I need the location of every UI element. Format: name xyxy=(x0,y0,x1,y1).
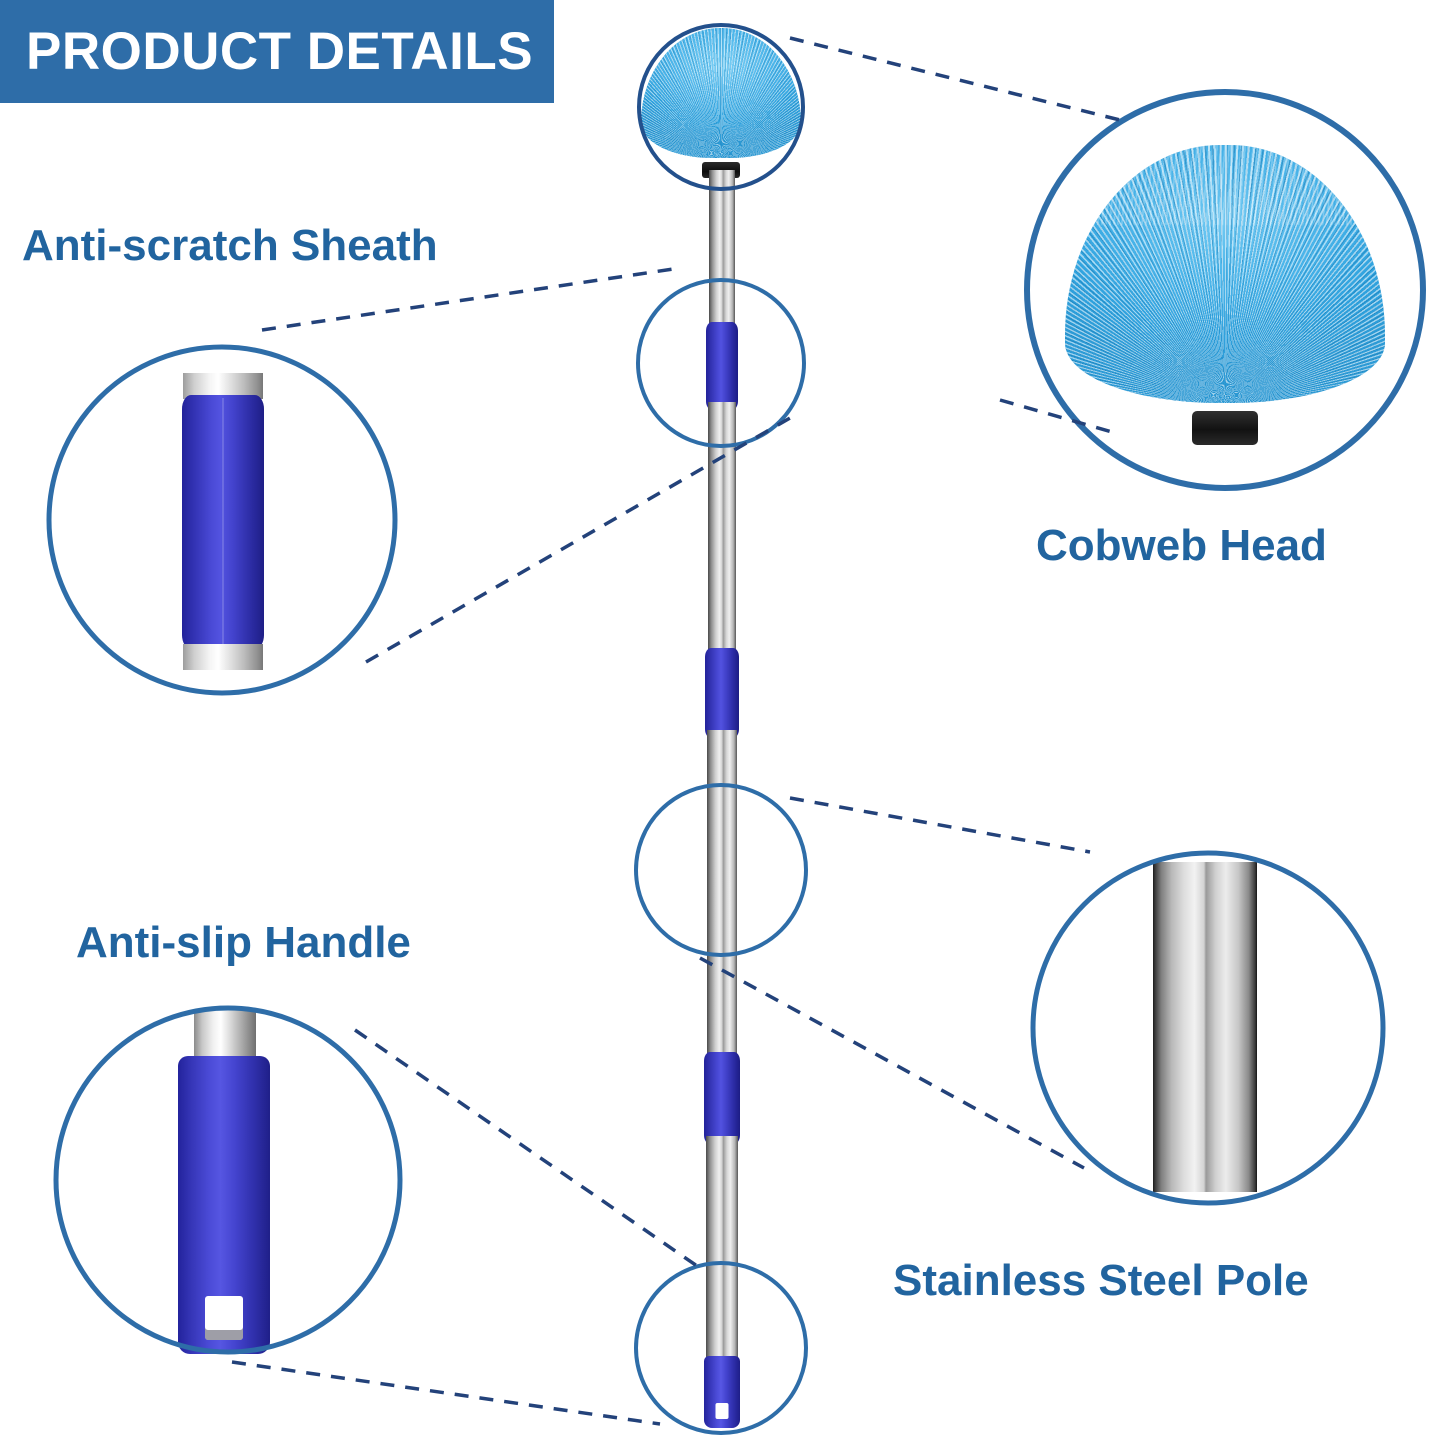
callout-circle-stainless-steel-pole-detail xyxy=(1030,850,1386,1206)
feature-label-stainless-steel-pole: Stainless Steel Pole xyxy=(893,1256,1309,1305)
detail-art-anti-slip-handle xyxy=(178,1010,270,1354)
product-brush-head xyxy=(641,28,801,178)
leader-line-anti-scratch-sheath-lower xyxy=(365,416,791,664)
pole-end-cap xyxy=(704,1356,740,1428)
leader-line-stainless-steel-pole-lower xyxy=(699,956,1085,1170)
product-details-banner: PRODUCT DETAILS xyxy=(0,0,554,103)
metal-ferrule-top-icon xyxy=(183,373,263,399)
leader-line-cobweb-head-lower xyxy=(999,398,1113,434)
pole-segment-1 xyxy=(709,170,735,332)
callout-circle-anti-slip-handle-detail xyxy=(53,1005,403,1355)
leader-line-anti-scratch-sheath-upper xyxy=(261,266,681,332)
detail-art-stainless-steel-pole xyxy=(1153,862,1257,1192)
brush-base-icon xyxy=(1192,411,1258,445)
pole-segment-4 xyxy=(706,1136,738,1364)
blue-sheath-icon xyxy=(182,395,264,649)
callout-circle-cobweb-head-detail xyxy=(1024,89,1426,491)
feature-label-anti-slip-handle: Anti-slip Handle xyxy=(76,918,411,967)
callout-circle-anti-scratch-sheath-detail xyxy=(46,344,398,696)
product-callout-circle-cobweb-head xyxy=(637,23,805,191)
leader-line-stainless-steel-pole-upper xyxy=(789,796,1091,854)
page-title: PRODUCT DETAILS xyxy=(26,22,534,81)
blue-grip-icon xyxy=(178,1056,270,1354)
end-cap-hanging-hole-icon xyxy=(715,1403,729,1419)
leader-line-cobweb-head-upper xyxy=(789,36,1121,122)
metal-ferrule-bottom-icon xyxy=(183,644,263,670)
product-callout-circle-anti-scratch-sheath xyxy=(636,278,806,448)
steel-tube-icon xyxy=(1153,862,1257,1192)
feature-label-cobweb-head: Cobweb Head xyxy=(1036,521,1327,570)
leader-line-anti-slip-handle-upper xyxy=(354,1028,701,1270)
product-callout-circle-stainless-steel-pole xyxy=(634,783,808,957)
feature-label-anti-scratch-sheath: Anti-scratch Sheath xyxy=(22,221,438,270)
detail-art-cobweb-head xyxy=(1065,145,1385,445)
detail-art-anti-scratch-sheath xyxy=(182,373,264,670)
product-bristle-dome-icon xyxy=(641,28,801,158)
product-callout-circle-anti-slip-handle xyxy=(634,1261,808,1435)
hanging-hole-icon xyxy=(205,1296,243,1340)
pole-sleeve-2 xyxy=(705,648,739,738)
leader-line-anti-slip-handle-lower xyxy=(231,1360,661,1426)
pole-sleeve-1 xyxy=(706,322,738,410)
bristle-dome-icon xyxy=(1065,145,1385,403)
pole-sleeve-3 xyxy=(704,1052,740,1144)
